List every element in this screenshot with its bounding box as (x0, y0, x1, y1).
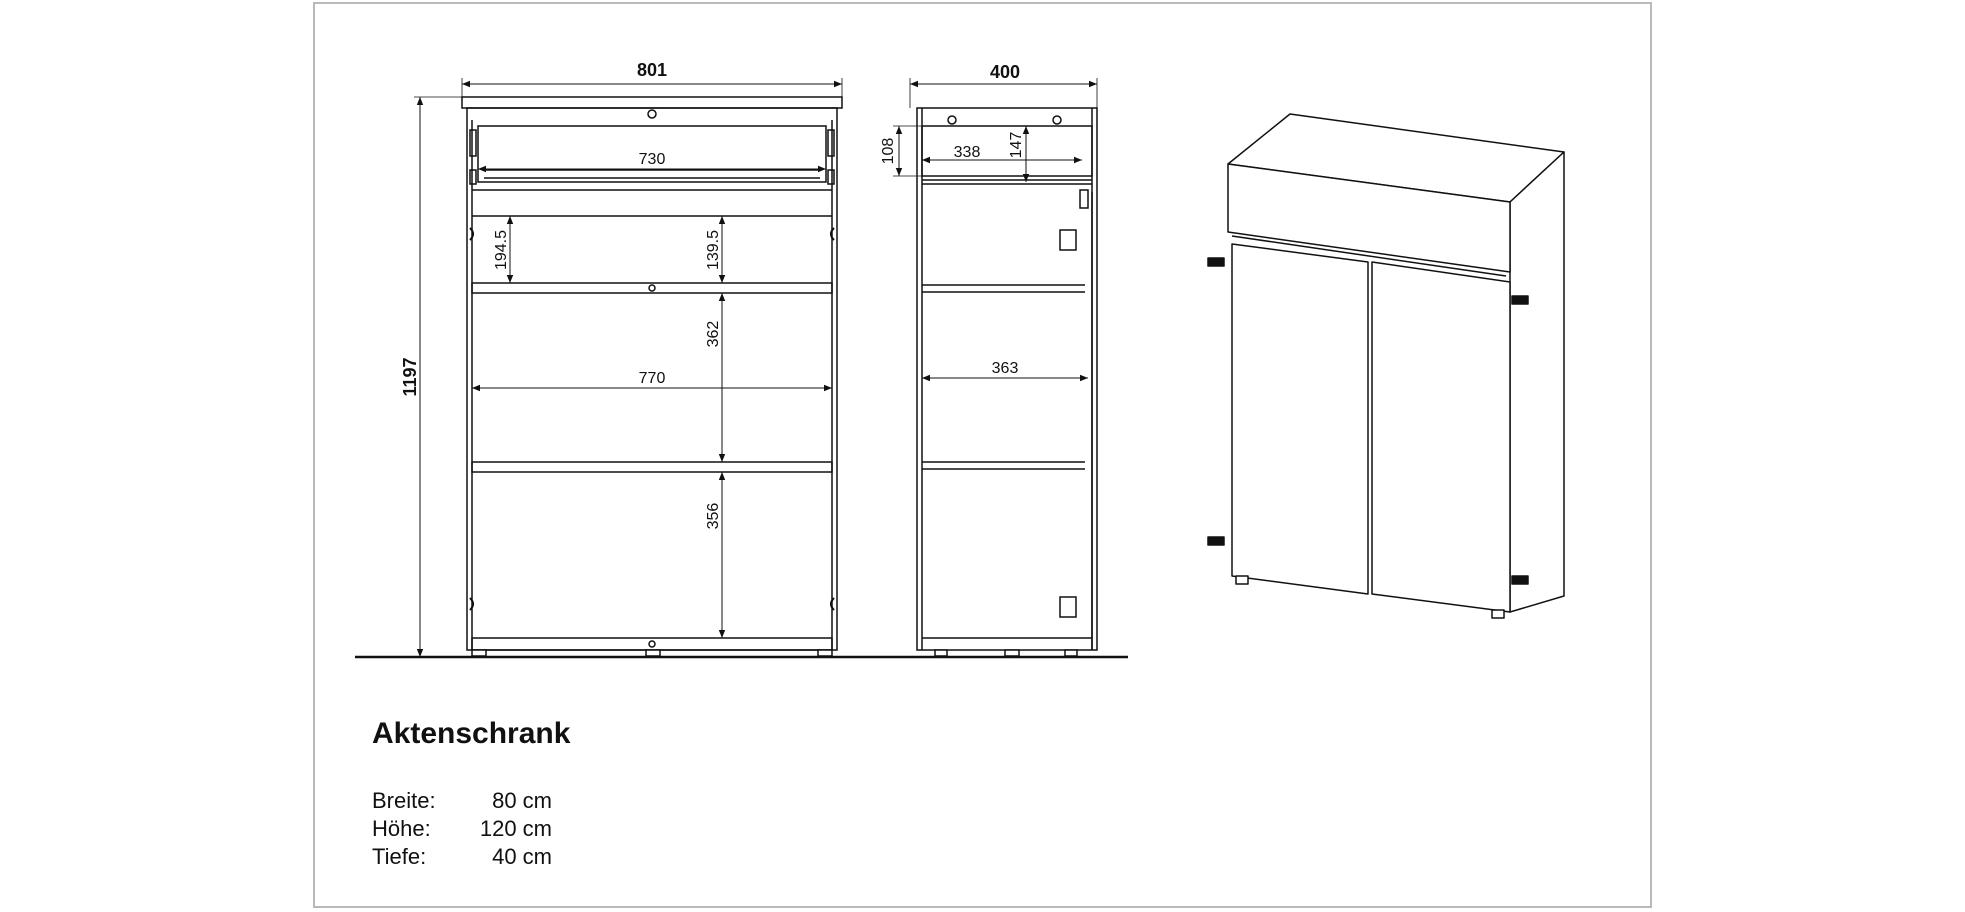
dim-front-height: 1197 (400, 357, 420, 396)
front-view (355, 78, 1128, 659)
spec-row-width: Breite: 80 cm (372, 788, 552, 814)
spec-label: Tiefe: (372, 844, 427, 869)
dim-drawer-inner: 730 (639, 151, 666, 168)
perspective-view (1207, 113, 1565, 619)
spec-label: Breite: (372, 788, 436, 813)
dim-drawer-front: 194.5 (493, 230, 510, 270)
spec-value: 40 cm (492, 844, 552, 869)
dim-shelf-width: 770 (639, 370, 666, 387)
spec-row-height: Höhe: 120 cm (372, 816, 552, 842)
dim-upper-compartment: 362 (705, 321, 722, 348)
side-view-labels: 400 108 147 338 363 (880, 62, 1025, 377)
dim-drawer-depth: 338 (954, 144, 981, 161)
dim-shelf-depth: 363 (992, 360, 1019, 377)
product-title: Aktenschrank (372, 717, 571, 750)
side-carcass (916, 107, 1098, 651)
dim-lower-compartment: 356 (705, 503, 722, 530)
perspective-drawer (1227, 163, 1511, 273)
dim-front-width: 801 (637, 60, 667, 80)
front-shelf-1 (471, 282, 833, 294)
front-top-plate (461, 96, 843, 109)
dim-drawer-height: 108 (880, 138, 897, 165)
front-bottom-plate (471, 637, 833, 651)
dim-side-depth: 400 (990, 62, 1020, 82)
side-view (893, 78, 1098, 657)
spec-value: 120 cm (479, 816, 552, 841)
spec-row-depth: Tiefe: 40 cm (372, 844, 552, 870)
front-drawer (477, 125, 827, 183)
spec-label: Höhe: (372, 816, 431, 841)
spec-value: 80 cm (492, 788, 552, 813)
front-view-labels: 801 1197 730 194.5 139.5 770 362 356 (400, 60, 722, 529)
perspective-door-right (1371, 261, 1511, 613)
front-shelf-2 (471, 461, 833, 473)
dim-drawer-space: 139.5 (705, 230, 722, 270)
perspective-door-left (1231, 243, 1369, 595)
perspective-side (1509, 151, 1565, 613)
side-drawer (921, 125, 1093, 177)
dim-drawer-inner-height: 147 (1008, 132, 1025, 159)
